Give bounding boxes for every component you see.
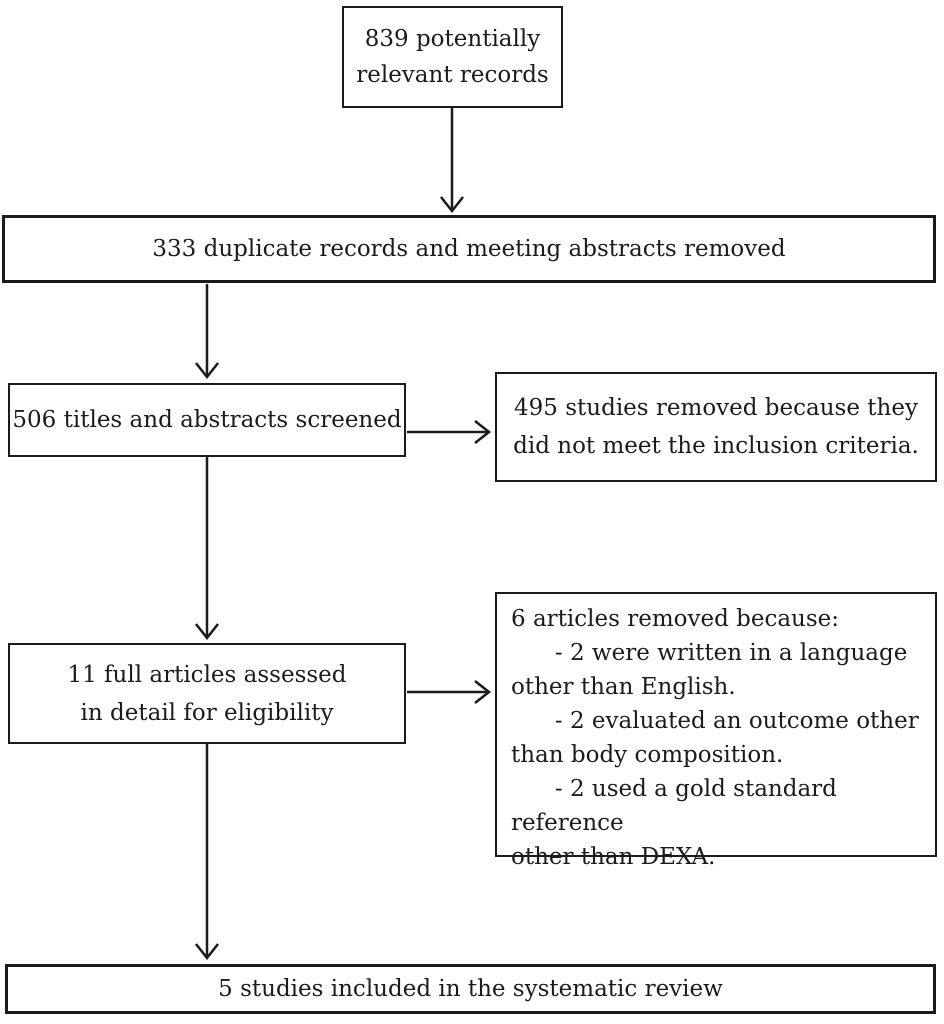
- box-studies-included: 5 studies included in the systematic rev…: [5, 964, 936, 1014]
- box-articles-removed-reasons: 6 articles removed because: - 2 were wri…: [495, 592, 937, 870]
- box-potentially-relevant-records: 839 potentially relevant records: [342, 6, 563, 108]
- arrow-fulltext-to-excluded: [407, 680, 492, 704]
- arrow-screened-to-excluded: [407, 420, 492, 444]
- box-duplicates-removed: 333 duplicate records and meeting abstra…: [2, 215, 936, 283]
- box-titles-abstracts-screened: 506 titles and abstracts screened: [8, 383, 406, 457]
- box-full-articles-assessed: 11 full articles assessed in detail for …: [8, 643, 406, 744]
- arrow-screened-to-fulltext: [195, 457, 219, 641]
- arrow-duplicates-to-screened: [195, 284, 219, 380]
- box-studies-removed-inclusion-criteria: 495 studies removed because they did not…: [495, 372, 937, 482]
- arrow-records-to-duplicates: [440, 108, 464, 214]
- arrow-fulltext-to-included: [195, 744, 219, 961]
